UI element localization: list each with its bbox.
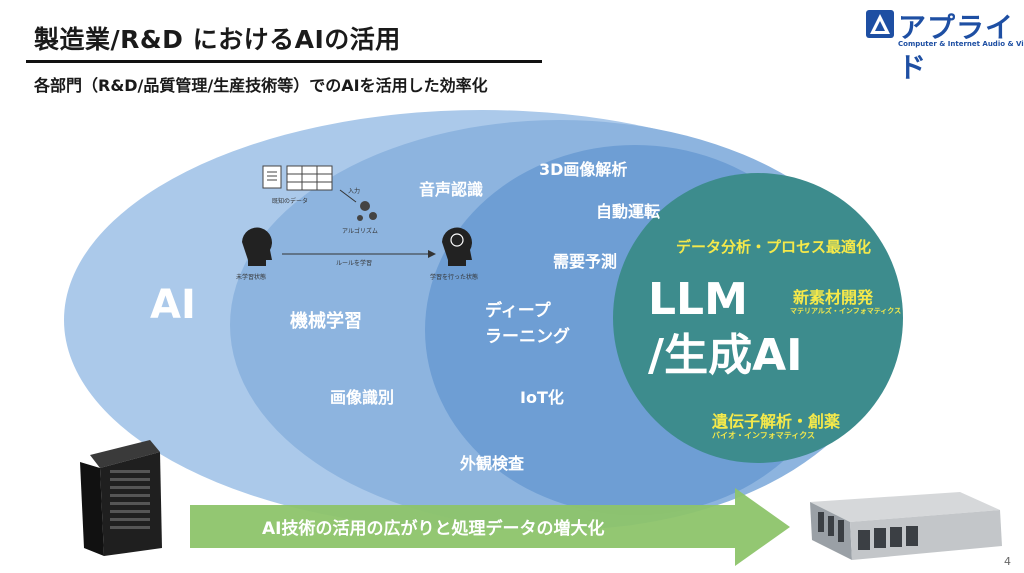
app-speech-recognition: 音声認識 [419, 180, 484, 199]
llm-line1: LLM [648, 274, 748, 325]
ml-illustration [242, 165, 472, 266]
deep-learning-label: ディープ ラーニング [485, 298, 570, 350]
app-image-recognition: 画像識別 [330, 388, 395, 407]
logo-brand: アプライド [898, 11, 1015, 84]
algorithm-label: アルゴリズム [342, 228, 378, 235]
app-demand-forecast: 需要予測 [553, 252, 618, 271]
logo-tagline: Computer & Internet Audio & Visual [898, 40, 1024, 48]
title-underline [26, 60, 542, 63]
app-iot: IoT化 [520, 388, 564, 407]
page-number: 4 [1004, 555, 1011, 568]
llm-circle [613, 173, 903, 463]
table-icon [286, 165, 333, 191]
app-visual-inspection: 外観検査 [460, 454, 525, 473]
deep-learning-line1: ディープ [485, 301, 551, 321]
llm-line2: /生成AI [648, 330, 803, 381]
known-data-label: 既知のデータ [272, 198, 309, 205]
growth-arrow [190, 488, 790, 566]
app-genome-analysis: 遺伝子解析・創薬 [712, 412, 841, 431]
rack-server-image [810, 492, 1002, 560]
trained-label: 学習を行った状態 [430, 274, 479, 281]
logo-mark-icon [866, 10, 894, 38]
llm-label: LLM /生成AI [648, 272, 803, 384]
rule-learning-label: ルールを学習 [336, 260, 373, 267]
slide-title: 製造業/R&D におけるAIの活用 [34, 25, 401, 54]
ai-label: AI [150, 282, 196, 328]
tower-server-image [80, 440, 162, 556]
app-autonomous-driving: 自動運転 [596, 202, 661, 221]
untrained-head-icon [242, 227, 272, 266]
app-3d-image-analysis: 3D画像解析 [539, 160, 628, 179]
input-label: 入力 [348, 188, 361, 195]
deep-learning-line2: ラーニング [485, 327, 570, 347]
untrained-label: 未学習状態 [236, 274, 267, 281]
app-genome-analysis-sub: バイオ・インフォマティクス [712, 431, 816, 440]
app-new-materials-sub: マテリアルズ・インフォマティクス [790, 307, 902, 315]
machine-learning-label: 機械学習 [290, 311, 362, 332]
slide-subtitle: 各部門（R&D/品質管理/生産技術等）でのAIを活用した効率化 [34, 76, 488, 95]
growth-arrow-label: AI技術の活用の広がりと処理データの増大化 [262, 519, 605, 539]
company-logo: アプライド Computer & Internet Audio & Visual [866, 8, 1024, 84]
gears-icon [357, 201, 377, 221]
document-icon [262, 165, 282, 189]
app-data-analysis: データ分析・プロセス最適化 [676, 238, 872, 256]
app-new-materials: 新素材開発 [793, 288, 874, 307]
trained-head-icon [442, 227, 472, 266]
